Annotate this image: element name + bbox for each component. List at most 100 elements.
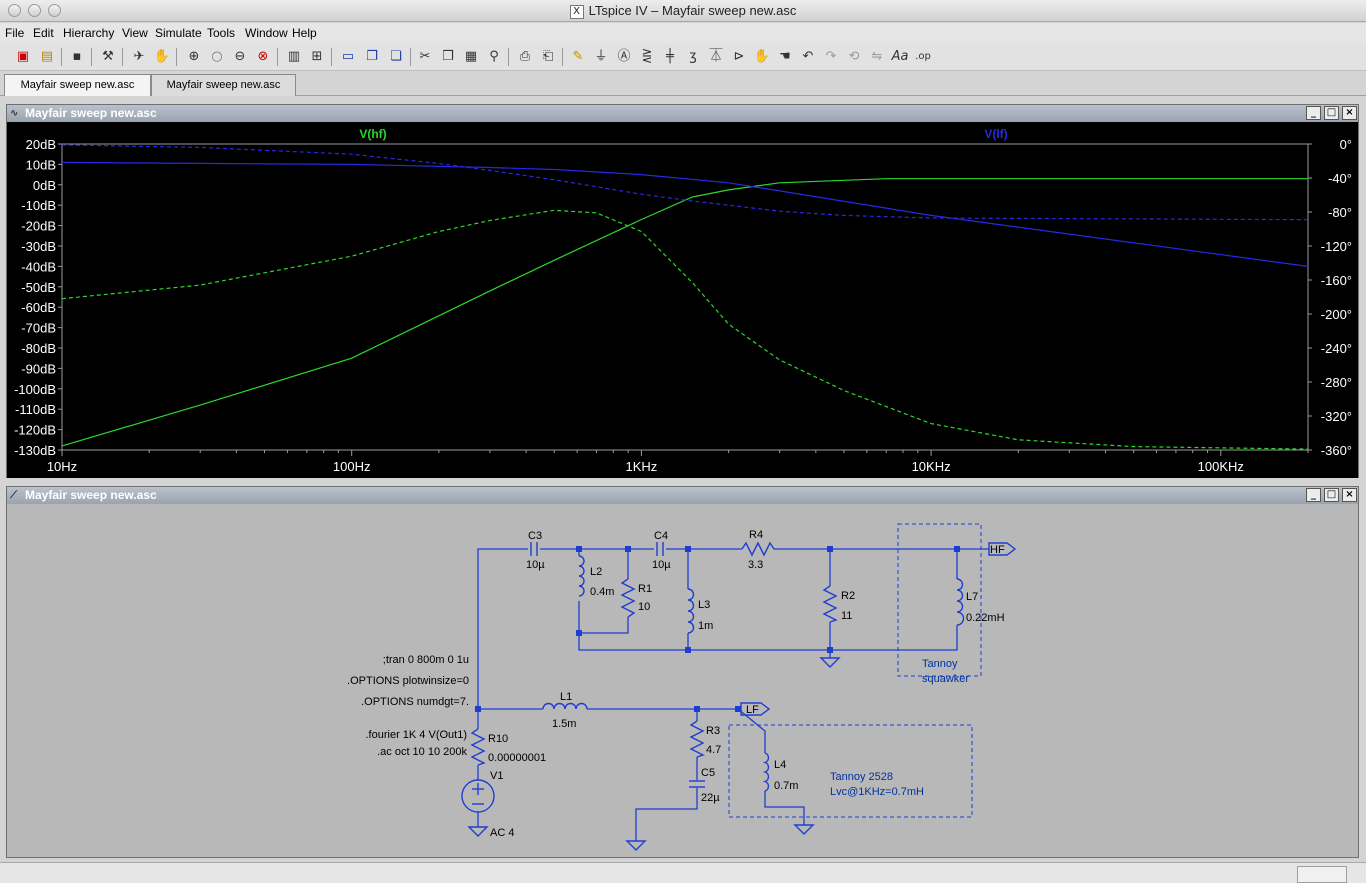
menu-file[interactable]: File xyxy=(5,26,25,40)
ground-icon[interactable]: ⏚ xyxy=(594,49,608,64)
cut-icon[interactable]: ✂ xyxy=(419,49,431,64)
move-icon[interactable]: ✋ xyxy=(753,49,771,64)
y-tick-label: -60dB xyxy=(21,300,56,315)
woofer-label-1: Tannoy 2528 xyxy=(830,771,893,783)
capacitor-c3 xyxy=(530,542,538,556)
component-icon[interactable]: ⊳ xyxy=(733,49,745,64)
schematic-window-titlebar: ⟋ Mayfair sweep new.asc _ □ × xyxy=(7,487,1358,504)
maximize-button[interactable]: □ xyxy=(1324,106,1339,120)
menu-hierarchy[interactable]: Hierarchy xyxy=(63,26,115,40)
plot-frame xyxy=(61,143,1309,451)
ground-symbol xyxy=(819,657,841,668)
x-tick-label: 100Hz xyxy=(333,459,371,474)
minimize-button[interactable]: _ xyxy=(1306,488,1321,502)
directive-tran: ;tran 0 800m 0 1u xyxy=(383,654,469,666)
print-icon[interactable]: ⎙ xyxy=(519,49,531,64)
y-tick-label: -100dB xyxy=(14,382,56,397)
minimize-window-icon[interactable] xyxy=(28,4,41,17)
bode-plot[interactable]: 20dB10dB0dB-10dB-20dB-30dB-40dB-50dB-60d… xyxy=(7,122,1358,478)
y2-tick-label: -120° xyxy=(1321,239,1352,254)
menu-edit[interactable]: Edit xyxy=(33,26,54,40)
x-tick-label: 10Hz xyxy=(47,459,77,474)
l3-ref: L3 xyxy=(698,599,710,611)
l4-value: 0.7m xyxy=(774,780,798,792)
inductor-l7 xyxy=(956,578,965,626)
undo-icon[interactable]: ↶ xyxy=(802,49,814,64)
y-tick-label: -10dB xyxy=(21,198,56,213)
r3-value: 4.7 xyxy=(706,744,721,756)
zoom-in-icon[interactable]: ⊕ xyxy=(188,49,200,64)
inductor-icon[interactable]: ʒ xyxy=(689,49,697,64)
copy-icon[interactable]: ❒ xyxy=(442,49,454,64)
schematic-background xyxy=(7,504,1358,857)
menu-view[interactable]: View xyxy=(122,26,148,40)
c4-ref: C4 xyxy=(654,530,668,542)
control-panel-icon[interactable]: ⚒ xyxy=(102,49,114,64)
ground-symbol xyxy=(467,826,489,837)
redo-icon[interactable]: ↷ xyxy=(825,49,837,64)
open-icon[interactable]: ▤ xyxy=(40,49,54,64)
x-tick-label: 10KHz xyxy=(912,459,951,474)
directive-numdgt: .OPTIONS numdgt=7. xyxy=(361,696,469,708)
r2-value: 11 xyxy=(841,610,852,622)
resistor-r4 xyxy=(741,541,775,557)
tile-horizontal-icon[interactable]: ⊞ xyxy=(311,49,323,64)
autorange-icon[interactable]: ▥ xyxy=(287,49,301,64)
r10-ref: R10 xyxy=(488,733,508,745)
print-preview-icon[interactable]: ⎗ xyxy=(542,49,554,64)
l1-value: 1.5m xyxy=(552,718,576,730)
menu-tools[interactable]: Tools xyxy=(207,26,236,40)
diode-icon[interactable]: ⏄ xyxy=(709,49,723,64)
label-net-icon[interactable]: Ⓐ xyxy=(617,49,631,64)
status-field xyxy=(1297,866,1347,883)
y2-tick-label: -160° xyxy=(1321,273,1352,288)
legend-hf: V(hf) xyxy=(359,127,386,141)
y-tick-label: -120dB xyxy=(14,423,56,438)
spice-directive-icon[interactable]: .op xyxy=(915,51,931,62)
y-tick-label: -80dB xyxy=(21,341,56,356)
schematic-canvas[interactable]: C3 10µ C4 10µ R4 3.3 L2 0.4m R1 10 L3 1m… xyxy=(7,504,1358,857)
zoom-out-icon[interactable]: ○ xyxy=(211,49,223,64)
menu-window[interactable]: Window xyxy=(245,26,288,40)
menu-simulate[interactable]: Simulate xyxy=(155,26,202,40)
y2-tick-label: -200° xyxy=(1321,307,1352,322)
resistor-icon[interactable]: ⋛ xyxy=(641,49,653,64)
l7-ref: L7 xyxy=(966,591,978,603)
mirror-icon[interactable]: ⇋ xyxy=(871,49,883,64)
new-schematic-icon[interactable]: ▣ xyxy=(16,49,30,64)
run-icon[interactable]: ✈ xyxy=(133,49,145,64)
y-tick-label: -110dB xyxy=(15,402,56,417)
close-button[interactable]: × xyxy=(1342,106,1357,120)
resistor-r3 xyxy=(689,720,705,758)
menu-help[interactable]: Help xyxy=(292,26,317,40)
cascade-icon[interactable]: ▭ xyxy=(341,49,355,64)
close-button[interactable]: × xyxy=(1342,488,1357,502)
maximize-button[interactable]: □ xyxy=(1324,488,1339,502)
tile-vertical-icon[interactable]: ❐ xyxy=(366,49,378,64)
ground-symbol xyxy=(793,824,815,835)
capacitor-icon[interactable]: ╪ xyxy=(666,49,674,64)
drag-icon[interactable]: ☚ xyxy=(779,49,791,64)
zoom-fit-icon[interactable]: ⊖ xyxy=(234,49,246,64)
minimize-button[interactable]: _ xyxy=(1306,106,1321,120)
series-lf-magnitude xyxy=(61,161,1309,267)
find-icon[interactable]: ⚲ xyxy=(489,49,499,64)
l2-value: 0.4m xyxy=(590,586,614,598)
paste-icon[interactable]: ▦ xyxy=(464,49,478,64)
x11-icon: X xyxy=(569,4,584,19)
l7-value: 0.22mH xyxy=(966,612,1005,624)
tile-windows-icon[interactable]: ❏ xyxy=(390,49,402,64)
tab-schematic[interactable]: Mayfair sweep new.asc xyxy=(151,74,296,96)
wire-icon[interactable]: ✎ xyxy=(572,49,584,64)
halt-icon[interactable]: ✋ xyxy=(153,49,171,64)
spice-directives: ;tran 0 800m 0 1u .OPTIONS plotwinsize=0… xyxy=(347,654,469,758)
close-window-icon[interactable] xyxy=(8,4,21,17)
directive-plotwinsize: .OPTIONS plotwinsize=0 xyxy=(347,675,469,687)
text-icon[interactable]: Aa xyxy=(891,49,909,64)
zoom-cancel-icon[interactable]: ⊗ xyxy=(257,49,269,64)
rotate-icon[interactable]: ⟲ xyxy=(848,49,860,64)
zoom-window-icon[interactable] xyxy=(48,4,61,17)
tab-plot[interactable]: Mayfair sweep new.asc xyxy=(4,74,151,96)
save-icon[interactable]: ▪ xyxy=(72,49,82,64)
